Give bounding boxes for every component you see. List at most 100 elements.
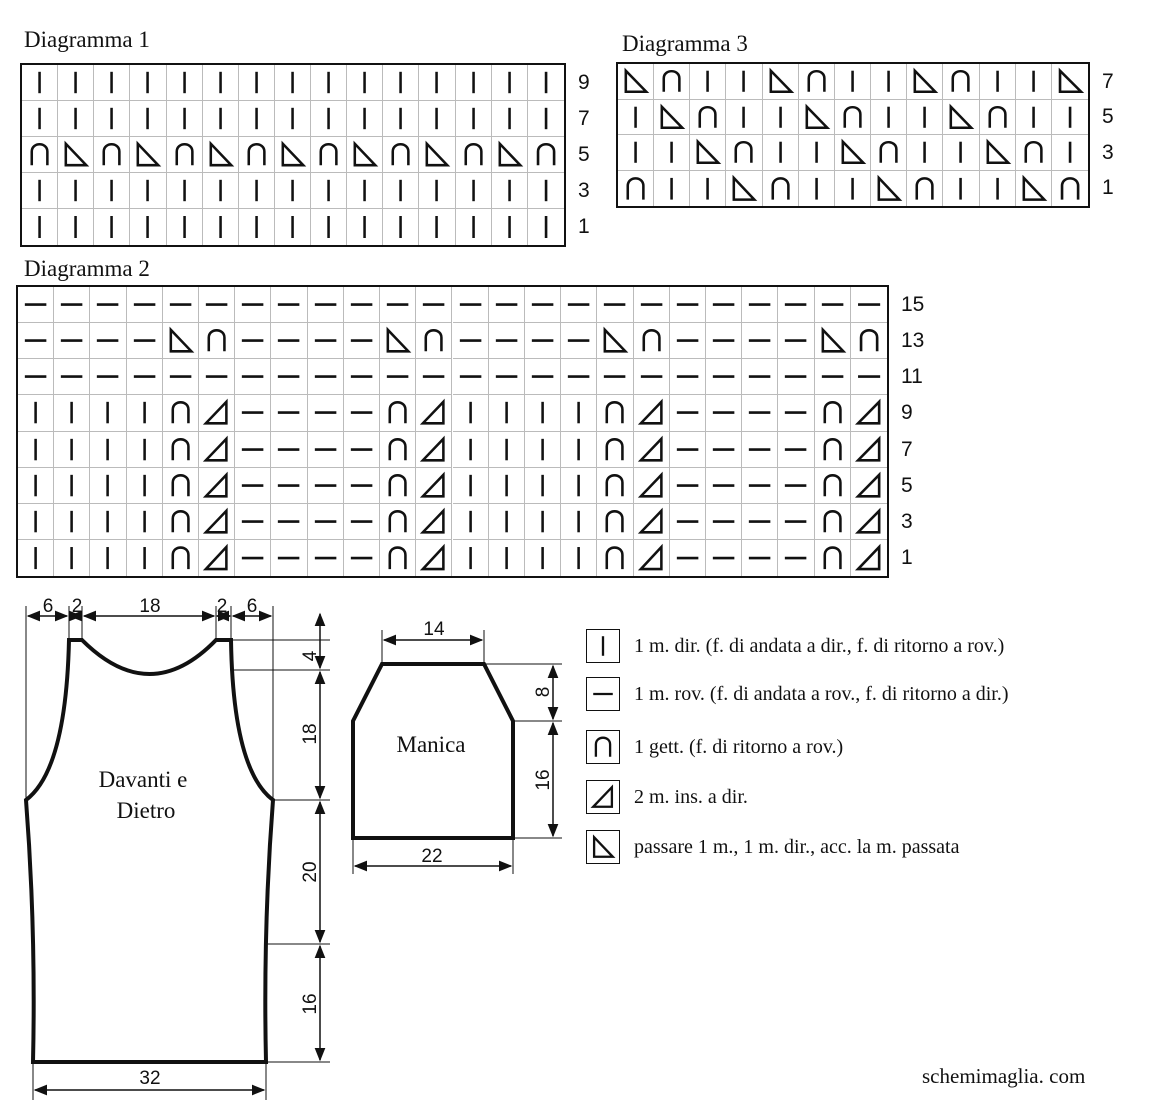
diagram-1-cell: [383, 173, 420, 209]
diagram-2-cell: [307, 467, 344, 504]
diagram-2-cell: [126, 431, 163, 468]
diagram-2-cell: [416, 395, 453, 432]
diagram-3-cell: [943, 99, 980, 135]
diagram-3-grid: [616, 62, 1090, 208]
diagram-2-cell: [90, 467, 127, 504]
diagram-1-cell: [347, 173, 384, 209]
body-dim-top-d: 2: [217, 596, 228, 617]
diagram-1-cell: [58, 137, 95, 173]
diagram-2-cell: [380, 503, 417, 540]
diagram-3-cell: [763, 170, 799, 206]
diagram-2-cell: [343, 503, 381, 540]
diagram-2-cell: [416, 359, 453, 396]
diagram-2-cell: [633, 467, 670, 504]
diagram-2-cell: [18, 467, 55, 504]
diagram-2-cell: [814, 359, 851, 396]
diagram-2-cell: [778, 287, 815, 324]
diagram-1-cell: [347, 101, 384, 137]
diagram-2-cell: [54, 395, 91, 432]
sleeve-piece-label: Manica: [397, 732, 466, 757]
diagram-2-cell: [380, 431, 417, 468]
diagram-3-cell: [979, 64, 1016, 100]
body-piece-label-line1: Davanti e: [99, 767, 188, 792]
diagram-3-cell: [762, 64, 799, 100]
diagram-2-cell: [199, 323, 236, 360]
diagram-2-cell: [814, 287, 851, 324]
diagram-2-cell: [488, 359, 525, 396]
diagram-3-cell: [943, 170, 980, 206]
diagram-2-cell: [524, 395, 562, 432]
diagram-3-cell: [690, 135, 727, 171]
diagram-2-cell: [343, 467, 381, 504]
diagram-3-cell: [1051, 100, 1088, 135]
diagram-2-cell: [561, 539, 598, 576]
diagram-3-cell: [1051, 64, 1088, 100]
diagram-2-cell: [271, 467, 308, 504]
diagram-2-cell: [778, 395, 815, 432]
diagram-1-cell: [238, 65, 275, 101]
diagram-2-cell: [452, 395, 489, 432]
diagram-2-row-label: 7: [901, 437, 913, 461]
diagram-1-cell: [383, 101, 420, 137]
diagram-1-cell: [130, 137, 167, 173]
diagram-2-cell: [814, 431, 851, 468]
diagram-2-cell: [488, 395, 525, 432]
diagram-2-cell: [669, 467, 706, 504]
diagram-2-cell: [127, 539, 163, 576]
diagram-1-cell: [167, 209, 203, 245]
diagram-2-cell: [126, 323, 163, 360]
diagram-2-cell: [669, 395, 706, 432]
diagram-2-cell: [561, 467, 598, 504]
diagram-2-cell: [489, 539, 525, 576]
sleeve-dim-top: 14: [423, 619, 445, 640]
diagram-2-cell: [669, 323, 706, 360]
diagram-2-cell: [344, 539, 381, 576]
diagram-2-cell: [307, 287, 344, 324]
diagram-3-cell: [726, 135, 763, 171]
diagram-2-cell: [561, 431, 598, 468]
diagram-2-cell: [343, 287, 381, 324]
diagram-3-cell: [907, 135, 944, 171]
diagram-2-cell: [380, 467, 417, 504]
body-dim-top-a: 6: [43, 596, 54, 617]
diagram-1-cell: [491, 137, 528, 173]
diagram-2-cell: [271, 539, 308, 576]
diagram-3-cell: [798, 64, 835, 100]
diagram-1-cell: [203, 209, 239, 245]
diagram-3-cell: [979, 135, 1016, 171]
diagram-1-cell: [456, 209, 492, 245]
legend-item: passare 1 m., 1 m. dir., acc. la m. pass…: [586, 829, 959, 865]
diagram-2-cell: [561, 359, 598, 396]
diagram-2-cell: [597, 431, 634, 468]
diagram-1-cell: [347, 137, 384, 173]
diagram-2-cell: [488, 323, 525, 360]
diagram-2-cell: [597, 539, 634, 576]
yarn-over-icon: [586, 730, 620, 764]
diagram-1-cell: [22, 209, 59, 245]
body-dim-top-e: 6: [247, 596, 258, 617]
diagram-2-cell: [380, 359, 417, 396]
sleeve-dim-bottom: 22: [421, 846, 442, 867]
diagram-1-row-label: 3: [578, 179, 590, 202]
diagram-2-cell: [525, 539, 562, 576]
diagram-2-cell: [307, 431, 344, 468]
diagram-2-cell: [452, 287, 489, 324]
body-dim-bottom: 32: [139, 1068, 160, 1089]
diagram-2-cell: [380, 395, 417, 432]
diagram-1-cell: [94, 209, 131, 245]
legend-text: 1 gett. (f. di ritorno a rov.): [634, 735, 844, 758]
diagram-1-cell: [383, 65, 420, 101]
diagram-3-cell: [654, 64, 691, 100]
diagram-2-cell: [54, 323, 91, 360]
diagram-3-cell: [1015, 135, 1052, 171]
diagram-2-cell: [850, 432, 887, 468]
diagram-3-cell: [1015, 99, 1052, 135]
diagram-3-cell: [762, 99, 799, 135]
diagram-2-cell: [54, 539, 91, 576]
diagram-2-cell: [597, 503, 634, 540]
diagram-2-cell: [162, 431, 200, 468]
diagram-1-cell: [528, 209, 564, 245]
diagram-2-cell: [778, 539, 815, 576]
diagram-3-cell: [834, 99, 872, 135]
